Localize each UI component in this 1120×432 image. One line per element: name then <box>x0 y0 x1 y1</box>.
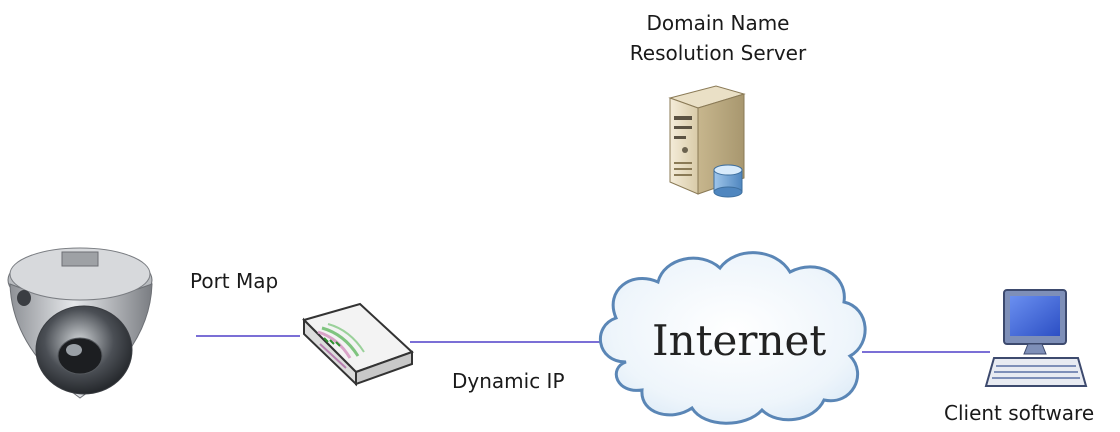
router-icon <box>302 302 414 387</box>
dns-label-line2: Resolution Server <box>629 41 807 65</box>
internet-label: Internet <box>652 316 827 365</box>
server-icon <box>668 85 746 198</box>
dns-label-line1: Domain Name <box>646 11 790 35</box>
dome-camera-icon <box>7 247 153 399</box>
dynamic-ip-label: Dynamic IP <box>452 369 565 393</box>
dns-server-label: Domain Name Resolution Server <box>618 8 818 68</box>
router-label: Port Map <box>190 269 279 293</box>
cloud-icon <box>599 251 867 425</box>
computer-icon <box>984 289 1088 387</box>
client-label: Client software <box>944 401 1095 425</box>
